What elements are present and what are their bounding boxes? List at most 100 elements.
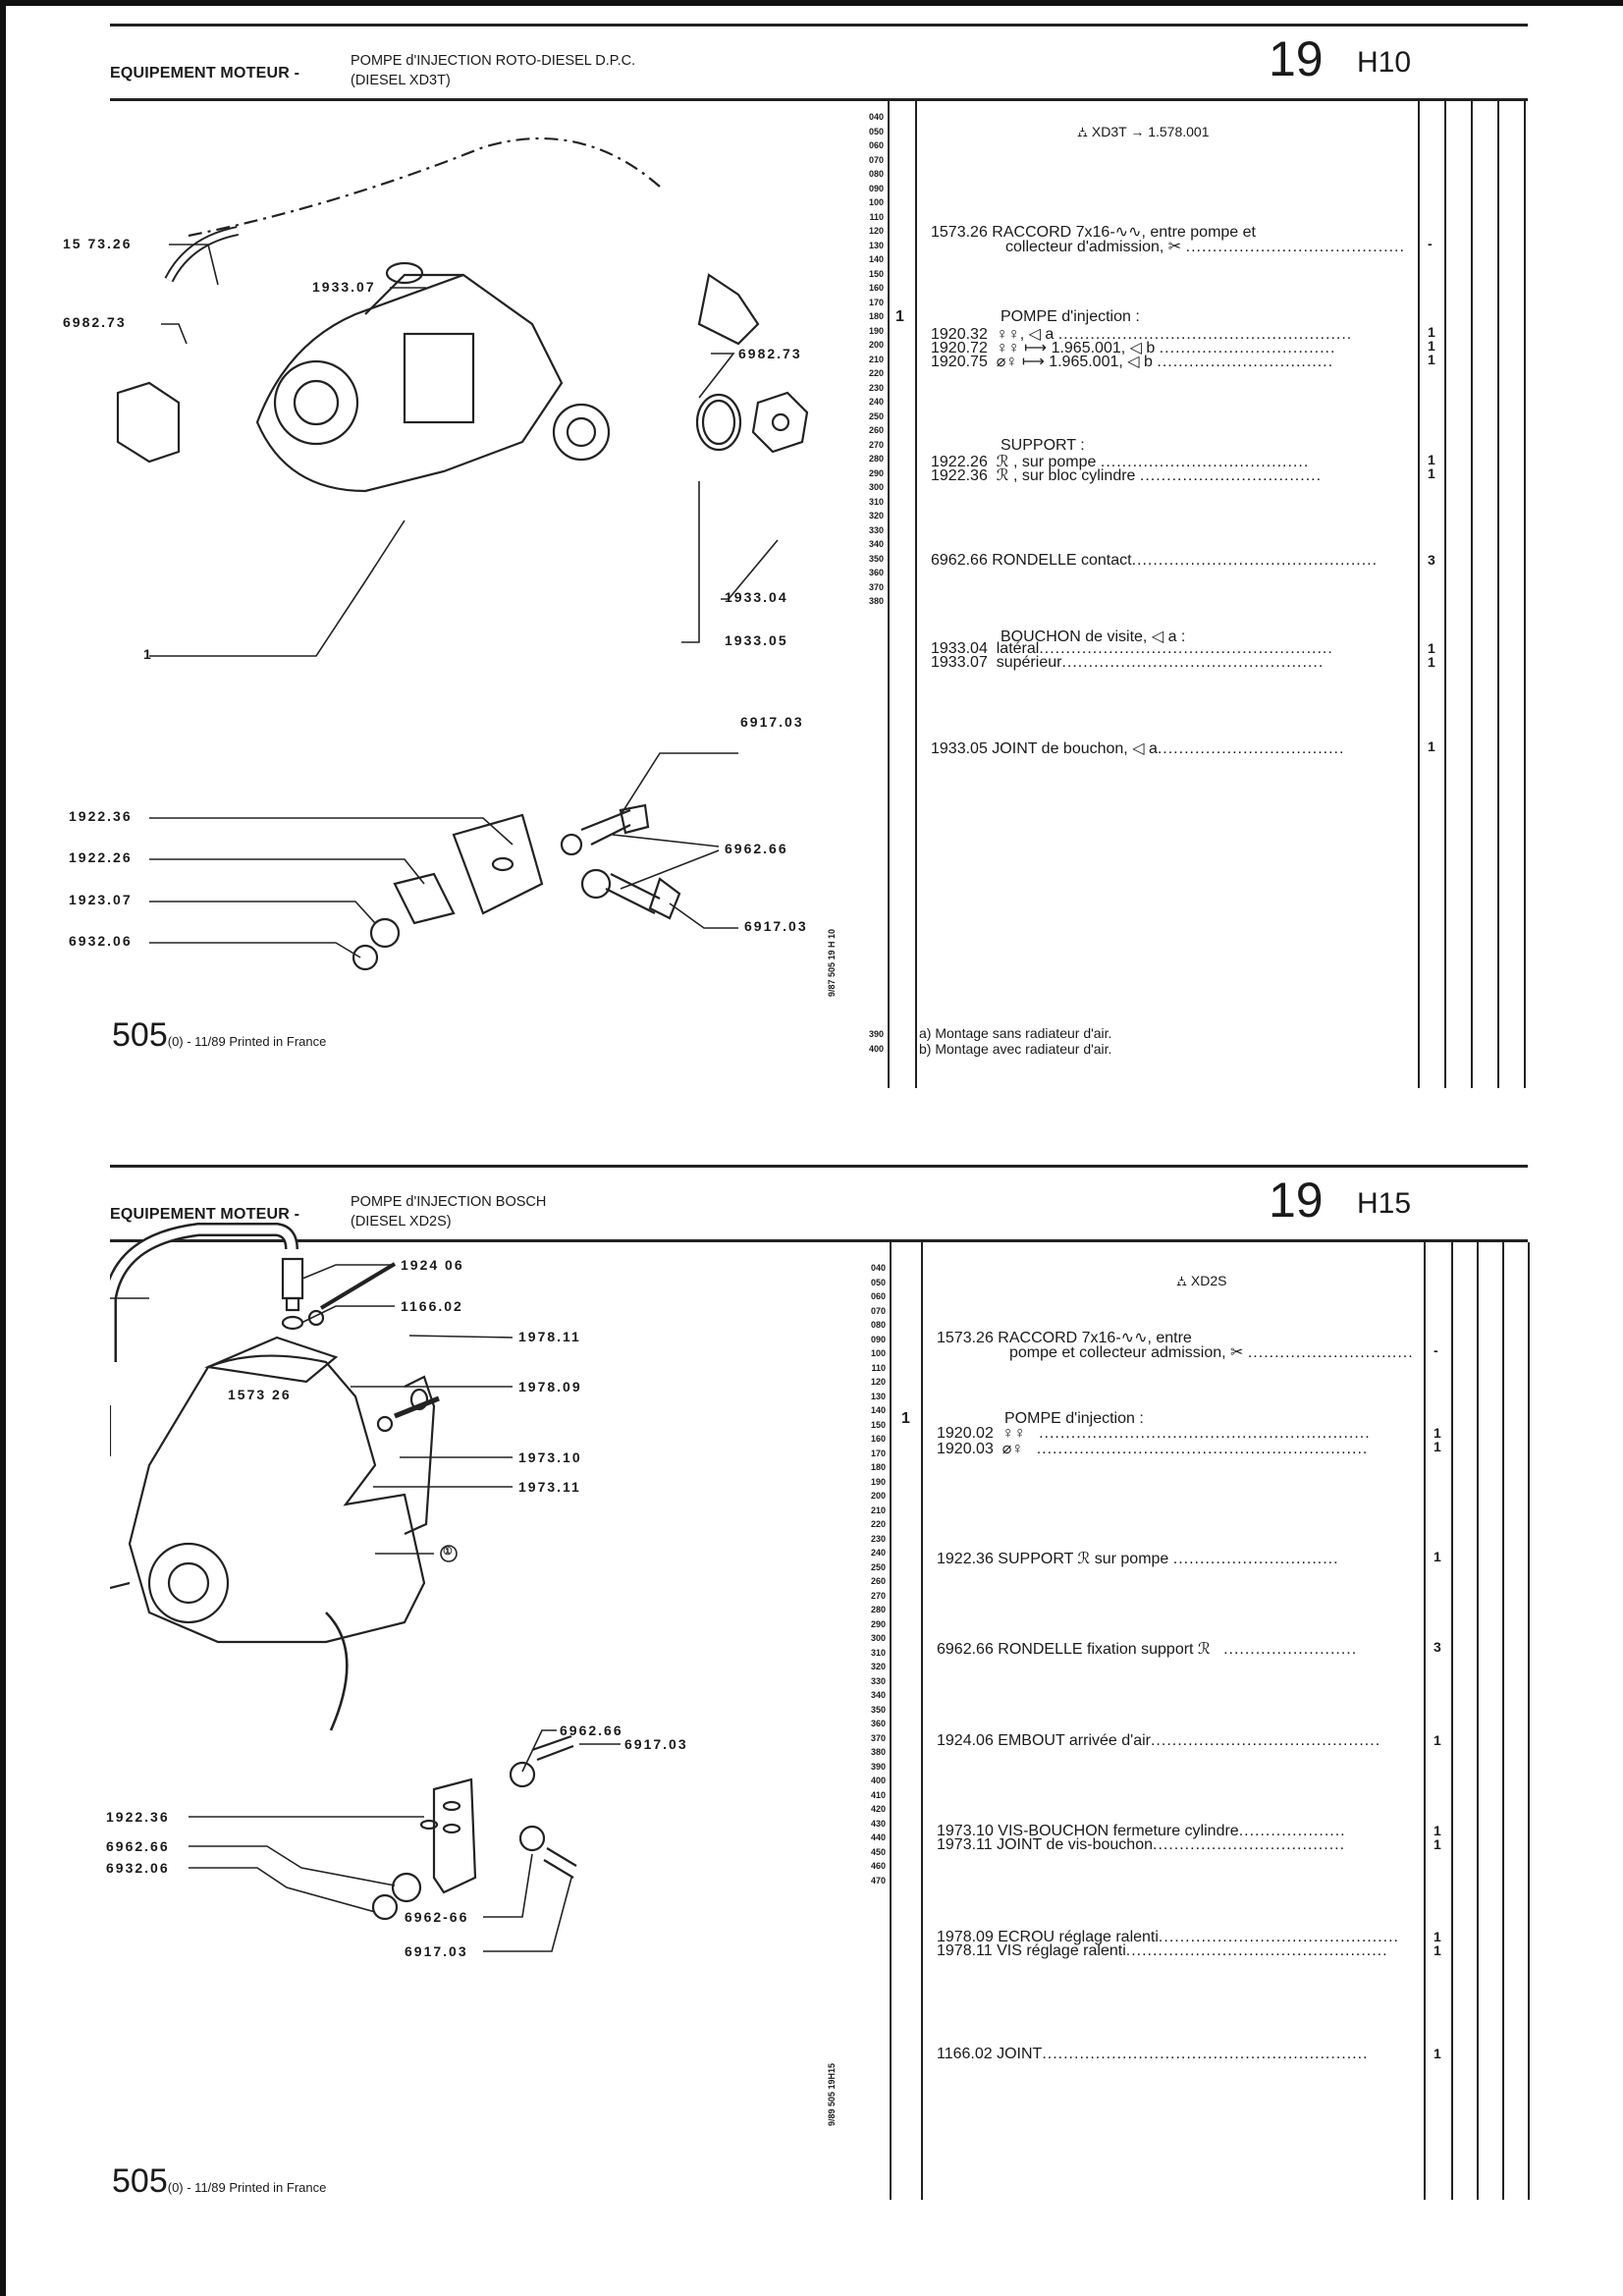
- column-divider: [1524, 101, 1526, 1088]
- parts-row[interactable]: 1920.72 ♀♀ ⟼ 1.965.001, ◁ b ............…: [931, 340, 1336, 356]
- parts-row[interactable]: 6962.66 RONDELLE fixation support ℛ ....…: [937, 1641, 1358, 1658]
- column-divider: [1497, 101, 1499, 1088]
- row-number: 350: [870, 1704, 886, 1715]
- column-divider: [890, 1242, 892, 2200]
- footnote-a: a) Montage sans radiateur d'air.: [919, 1025, 1112, 1041]
- qty-cell: 1: [1434, 1823, 1441, 1838]
- row-number: 320: [870, 1662, 886, 1671]
- qty-cell: 1: [1434, 1942, 1441, 1958]
- callout-label: 6917.03: [744, 918, 808, 934]
- parts-row[interactable]: 1973.10 VIS-BOUCHON fermeture cylindre..…: [937, 1823, 1346, 1839]
- row-number: 160: [870, 1434, 886, 1444]
- callout-label: 1933.05: [725, 632, 788, 648]
- engine-icon: ⛼: [1077, 124, 1088, 139]
- parts-row[interactable]: 1922.36 ℛ , sur bloc cylindre ..........…: [931, 467, 1323, 484]
- exploded-diagram-bosch: [110, 1223, 621, 1952]
- qty-cell: -: [1434, 1342, 1438, 1358]
- top-rule: [110, 1165, 1528, 1168]
- group-heading: POMPE d'injection :: [1004, 1410, 1144, 1427]
- catalog-sheet-h15: EQUIPEMENT MOTEUR - POMPE d'INJECTION BO…: [106, 1165, 1530, 2212]
- group-heading: POMPE d'injection :: [1001, 308, 1140, 325]
- callout-label: 6917.03: [624, 1736, 688, 1752]
- parts-row[interactable]: 1978.09 ECROU réglage ralenti...........…: [937, 1929, 1399, 1945]
- parts-row[interactable]: 1922.26 ℛ , sur pompe ..................…: [931, 454, 1310, 470]
- group-heading: BOUCHON de visite, ◁ a :: [1001, 629, 1186, 645]
- applicability-line: ⛼ XD2S: [1176, 1273, 1227, 1288]
- callout-label: 1978.09: [518, 1379, 582, 1394]
- parts-row[interactable]: 1978.11 VIS réglage ralenti.............…: [937, 1942, 1388, 1959]
- header-rule: [110, 98, 1528, 101]
- row-number: 330: [868, 524, 884, 535]
- callout-label: 6932.06: [106, 1860, 170, 1876]
- row-number: 320: [868, 511, 884, 520]
- parts-row[interactable]: 1933.07 supérieur.......................…: [931, 654, 1325, 671]
- row-number: 270: [868, 439, 884, 450]
- column-divider: [1451, 1242, 1453, 2200]
- parts-row[interactable]: 1933.05 JOINT de bouchon, ◁ a...........…: [931, 740, 1345, 757]
- section-title: POMPE d'INJECTION ROTO-DIESEL D.P.C.: [351, 53, 636, 69]
- callout-label: 6982.73: [63, 314, 127, 330]
- qty-cell: 1: [1428, 352, 1435, 367]
- row-number: 440: [870, 1832, 886, 1842]
- row-number: 110: [869, 211, 884, 222]
- parts-row[interactable]: 1920.03 ⌀♀ .............................…: [937, 1441, 1369, 1457]
- row-number: 300: [870, 1633, 886, 1643]
- row-number: 160: [868, 283, 884, 293]
- qty-cell: 1: [1434, 1732, 1441, 1748]
- row-number: 350: [868, 553, 884, 564]
- row-number: 420: [870, 1804, 886, 1814]
- parts-row[interactable]: 1573.26 RACCORD 7x16-∿∿, entre pompe et: [931, 224, 1256, 241]
- row-number: 080: [870, 1320, 886, 1330]
- row-number: 390: [870, 1761, 886, 1772]
- row-number: 290: [870, 1618, 886, 1629]
- column-divider: [1471, 101, 1473, 1088]
- row-number: 240: [870, 1548, 886, 1558]
- parts-row[interactable]: 1166.02 JOINT...........................…: [937, 2046, 1369, 2062]
- qty-cell: 1: [1434, 2046, 1441, 2061]
- callout-label: 1922.36: [69, 808, 133, 824]
- index-cell: 1: [901, 1410, 910, 1427]
- row-number: 200: [870, 1491, 886, 1501]
- parts-row[interactable]: 1924.06 EMBOUT arrivée d'air............…: [937, 1732, 1381, 1749]
- parts-row[interactable]: 1920.32 ♀♀, ◁ a ........................…: [931, 326, 1353, 343]
- qty-cell: -: [1428, 236, 1433, 251]
- row-number: 250: [870, 1561, 886, 1572]
- qty-cell: 1: [1434, 1836, 1441, 1852]
- parts-row[interactable]: 6962.66 RONDELLE contact................…: [931, 552, 1379, 569]
- row-number: 090: [870, 1334, 886, 1344]
- row-number: 110: [871, 1362, 886, 1373]
- section-subtitle: (DIESEL XD3T): [351, 73, 451, 88]
- row-number: 210: [868, 354, 884, 364]
- callout-label: 1922.36: [106, 1809, 170, 1825]
- callout-label: 1973.10: [518, 1449, 582, 1465]
- callout-label: 1924 06: [401, 1257, 464, 1273]
- row-number: 330: [870, 1675, 886, 1686]
- callout-label: 6962.66: [725, 841, 788, 856]
- footnote-b: b) Montage avec radiateur d'air.: [919, 1041, 1112, 1057]
- row-number: 360: [868, 568, 884, 577]
- section-title: POMPE d'INJECTION BOSCH: [351, 1194, 547, 1210]
- parts-row-cont: collecteur d'admission, ✂ ..............…: [1005, 239, 1405, 255]
- row-number: 140: [870, 1405, 886, 1415]
- row-number: 100: [868, 197, 884, 207]
- row-number: 220: [870, 1519, 886, 1529]
- row-number: 040: [868, 112, 884, 122]
- qty-cell: 1: [1428, 324, 1435, 340]
- parts-row[interactable]: 1920.02 ♀♀ .............................…: [937, 1425, 1371, 1442]
- row-number: 120: [868, 226, 884, 236]
- parts-row[interactable]: 1920.75 ⌀♀ ⟼ 1.965.001, ◁ b ............…: [931, 354, 1334, 370]
- engine-icon: ⛼: [1176, 1273, 1187, 1288]
- parts-row[interactable]: 1573.26 RACCORD 7x16-∿∿, entre: [937, 1330, 1192, 1346]
- section-category: EQUIPEMENT MOTEUR -: [110, 65, 300, 82]
- qty-cell: 1: [1428, 654, 1435, 670]
- row-number: 040: [870, 1263, 886, 1273]
- column-divider: [1502, 1242, 1504, 2200]
- parts-row[interactable]: 1922.36 SUPPORT ℛ sur pompe ............…: [937, 1551, 1339, 1567]
- parts-row[interactable]: 1933.04 latéral.........................…: [931, 640, 1333, 657]
- callout-label: 1973.11: [518, 1479, 581, 1495]
- parts-row[interactable]: 1973.11 JOINT de vis-bouchon............…: [937, 1836, 1346, 1853]
- header-rule: [110, 1239, 1528, 1242]
- row-number: 370: [868, 581, 884, 592]
- column-divider: [1418, 101, 1420, 1088]
- section-subtitle: (DIESEL XD2S): [351, 1214, 452, 1230]
